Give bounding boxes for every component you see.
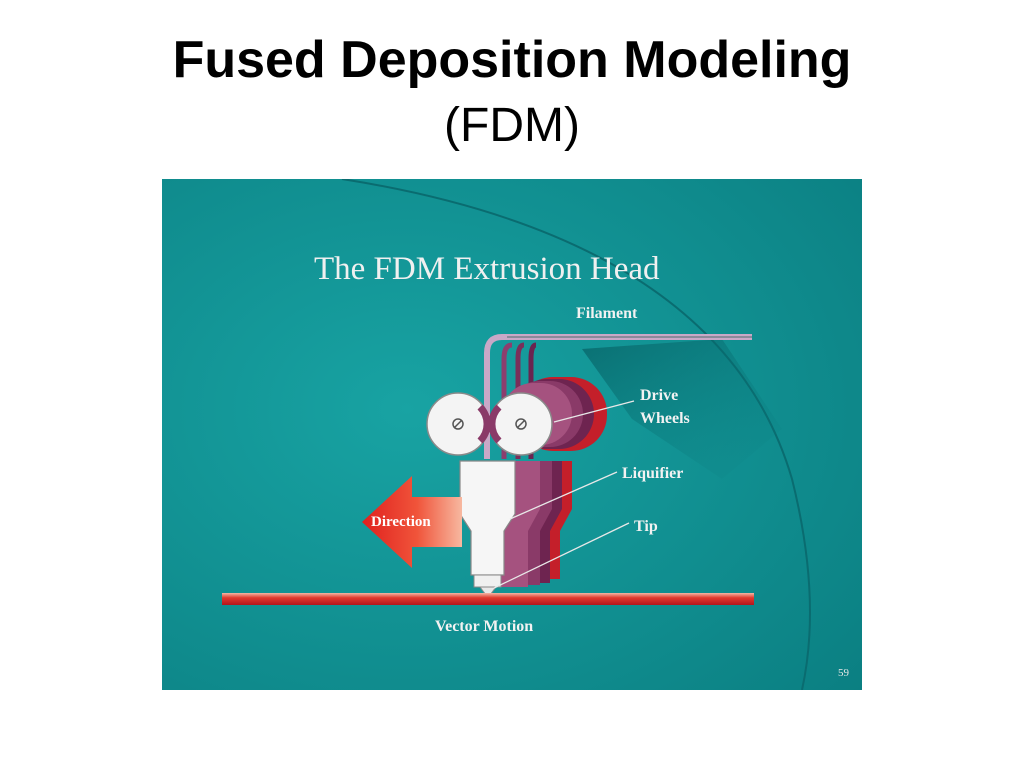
page-title: Fused Deposition Modeling [172, 31, 852, 89]
page-subtitle: (FDM) [444, 99, 580, 152]
leader-lines [491, 400, 635, 590]
head-shadow [582, 339, 782, 479]
liquifier-label: Liquifier [622, 465, 683, 482]
fdm-diagram: The FDM Extrusion Head [162, 179, 862, 690]
direction-label: Direction [371, 514, 431, 530]
filament-strand [484, 334, 752, 459]
drive-label-line2: Wheels [640, 410, 690, 427]
tip-label: Tip [634, 518, 658, 535]
fdm-extrusion-head-illustration: The FDM Extrusion Head [162, 179, 862, 690]
liquifier [459, 460, 516, 596]
vector-motion-label: Vector Motion [435, 618, 533, 635]
build-plate [222, 593, 754, 605]
filament-label: Filament [576, 305, 638, 322]
drive-wheels [426, 392, 553, 456]
figure-heading: The FDM Extrusion Head [314, 251, 660, 287]
drive-label-line1: Drive [640, 387, 678, 404]
page-number: 59 [838, 667, 850, 679]
direction-arrow: Direction [362, 476, 462, 568]
